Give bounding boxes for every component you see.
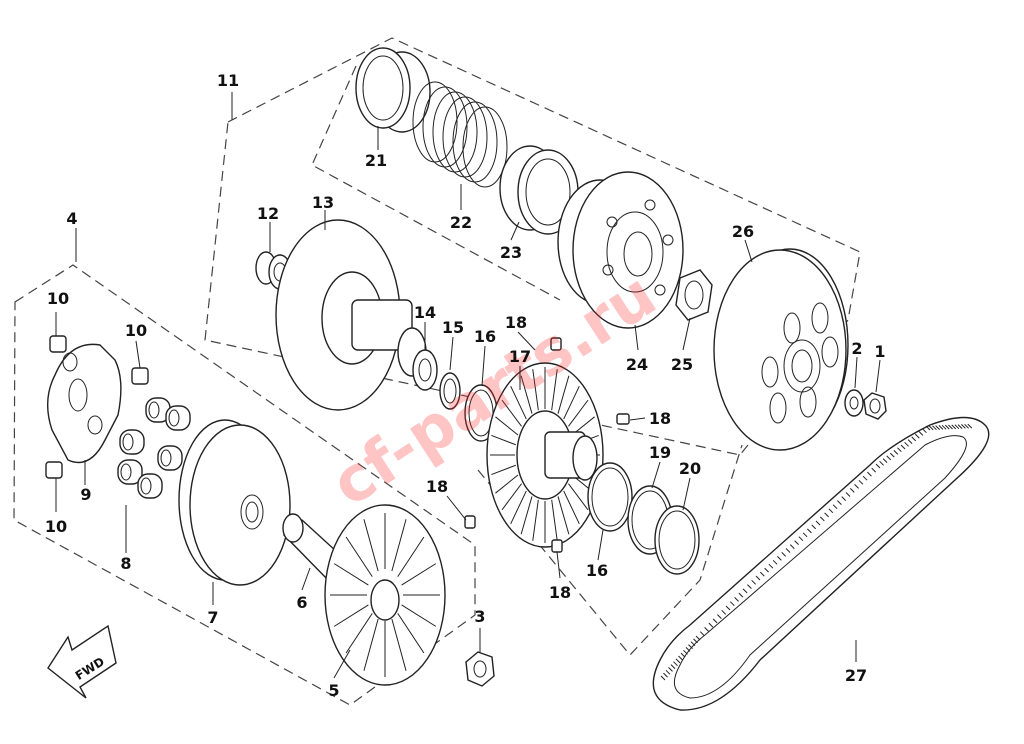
part-8-rollers <box>117 397 191 499</box>
callout-1: 1 <box>874 342 885 361</box>
part-17-fixed-sheave <box>486 362 604 548</box>
part-22-spring <box>412 81 508 188</box>
callout-10a: 10 <box>47 289 69 308</box>
part-10c-slider <box>45 461 63 479</box>
callout-11: 11 <box>217 71 239 90</box>
callout-4: 4 <box>66 209 77 228</box>
part-13-driven-sheave <box>275 219 427 411</box>
part-10b-slider <box>131 367 149 385</box>
callout-16a: 16 <box>474 327 496 346</box>
callout-25: 25 <box>671 355 693 374</box>
part-5-fan-face <box>324 504 446 686</box>
belt-teeth <box>660 423 973 681</box>
callout-7: 7 <box>207 608 218 627</box>
callout-3: 3 <box>474 607 485 626</box>
leader-lines <box>55 92 881 679</box>
callout-12: 12 <box>257 204 279 223</box>
part-25-nut <box>675 269 713 321</box>
callout-18b: 18 <box>649 409 671 428</box>
callout-17: 17 <box>509 347 531 366</box>
group-outline-inner <box>311 65 561 301</box>
callout-13: 13 <box>312 193 334 212</box>
group-outline-driven <box>477 444 743 656</box>
part-9-ramp-plate <box>47 343 122 464</box>
part-7-movable-face <box>178 419 291 586</box>
part-20-oring <box>654 505 700 575</box>
callout-16b: 16 <box>586 561 608 580</box>
callout-14: 14 <box>414 303 436 322</box>
part-27-belt <box>652 416 990 711</box>
fan-blades <box>330 513 440 677</box>
fwd-arrow-icon: FWD <box>47 624 117 699</box>
part-3-nut <box>465 651 495 687</box>
part-26-clutch-bell <box>713 248 849 451</box>
callout-10b: 10 <box>125 321 147 340</box>
part-21-sleeve <box>355 47 431 133</box>
part-18c-bolt <box>464 515 476 529</box>
callout-9: 9 <box>80 485 91 504</box>
callout-18a: 18 <box>505 313 527 332</box>
callout-21: 21 <box>365 151 387 170</box>
callout-8: 8 <box>120 554 131 573</box>
callout-22: 22 <box>450 213 472 232</box>
part-10a-slider <box>49 335 67 353</box>
callout-18d: 18 <box>549 583 571 602</box>
group-outline-drive-pulley <box>13 264 476 706</box>
callout-labels: 11 4 12 13 21 22 23 24 25 26 2 1 14 15 1… <box>45 71 886 700</box>
callout-6: 6 <box>296 593 307 612</box>
part-18b-bolt <box>616 413 630 425</box>
part-18a-bolt <box>550 337 562 351</box>
callout-20: 20 <box>679 459 701 478</box>
part-2-washer <box>844 389 864 417</box>
callout-19: 19 <box>649 443 671 462</box>
callout-15: 15 <box>442 318 464 337</box>
callout-24: 24 <box>626 355 648 374</box>
part-15-ring <box>439 372 461 410</box>
callout-23: 23 <box>500 243 522 262</box>
part-16b-oring <box>587 462 633 532</box>
part-1-nut <box>863 392 887 420</box>
callout-26: 26 <box>732 222 754 241</box>
part-24-clutch-shoe <box>557 171 684 329</box>
group-outline-clutch <box>204 37 861 456</box>
callout-18c: 18 <box>426 477 448 496</box>
callout-5: 5 <box>328 681 339 700</box>
callout-2: 2 <box>851 339 862 358</box>
callout-10c: 10 <box>45 517 67 536</box>
callout-27: 27 <box>845 666 867 685</box>
part-18d-bolt <box>551 539 563 553</box>
